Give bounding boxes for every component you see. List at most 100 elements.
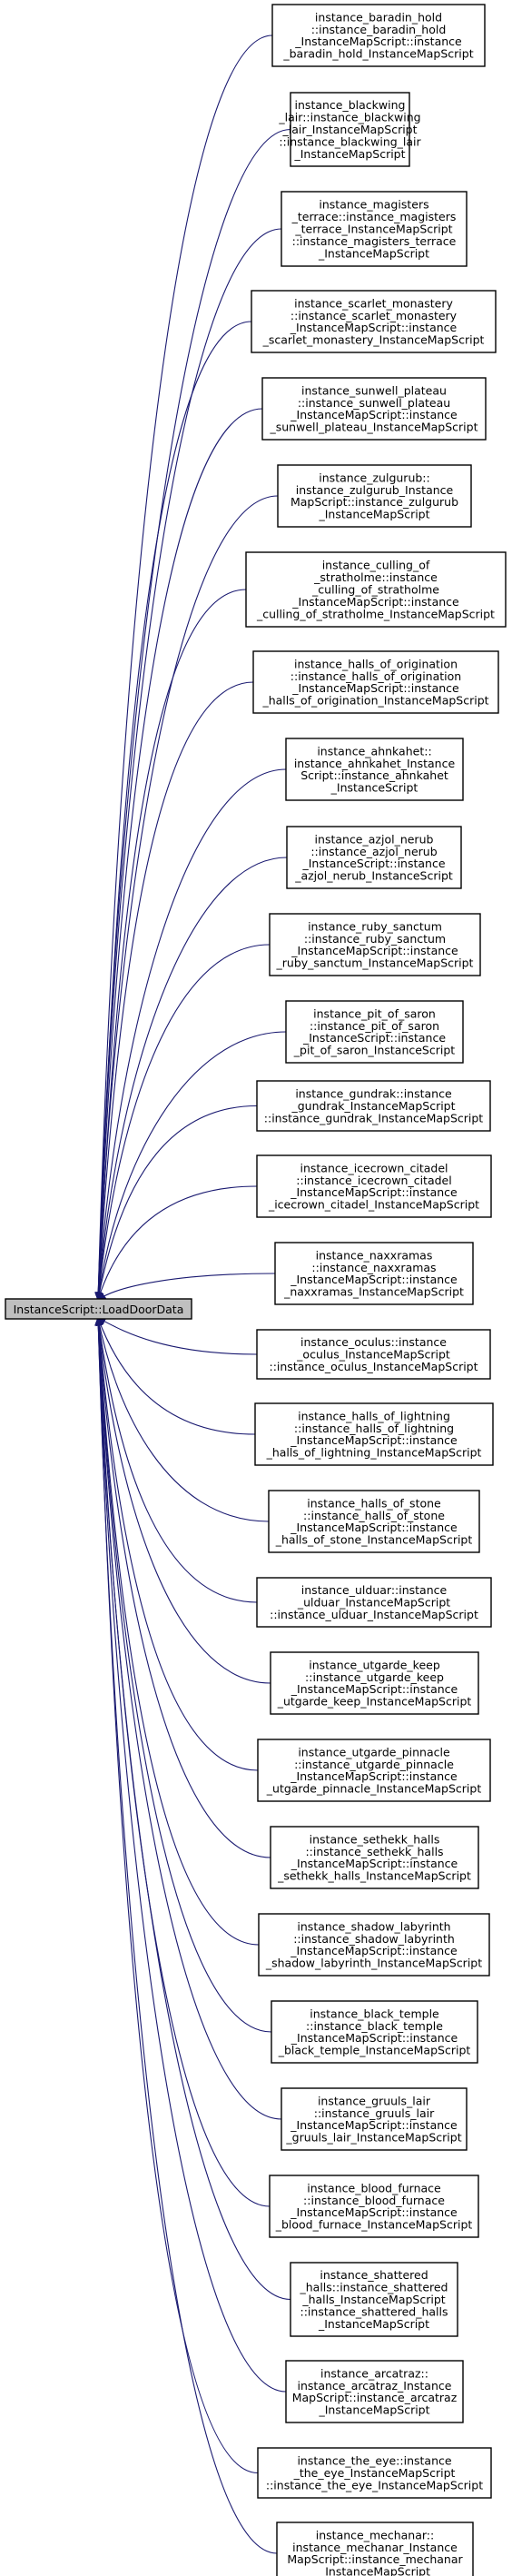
caller-node-label-line: ::instance_halls_of_lightning — [294, 1422, 454, 1435]
caller-node[interactable]: instance_blackwing_lair::instance_blackw… — [278, 92, 422, 167]
caller-node[interactable]: instance_magisters_terrace::instance_mag… — [281, 191, 468, 267]
caller-node[interactable]: instance_utgarde_pinnacle::instance_utga… — [257, 1739, 491, 1802]
caller-node-label-line: _InstanceMapScript::instance — [290, 1521, 458, 1534]
caller-node-label-line: ::instance_icecrown_citadel — [296, 1174, 451, 1187]
caller-node-label-line: _InstanceMapScript::instance — [290, 1769, 458, 1783]
caller-node[interactable]: instance_gruuls_lair::instance_gruuls_la… — [281, 2087, 468, 2151]
caller-node-label-line: _terrace::instance_magisters — [291, 210, 457, 223]
caller-node[interactable]: instance_zulgurub::instance_zulgurub_Ins… — [277, 464, 472, 528]
caller-node-label-line: ::instance_baradin_hold — [311, 23, 447, 36]
caller-node-label-line: _sunwell_plateau_InstanceMapScript — [269, 421, 478, 434]
caller-node[interactable]: instance_gundrak::instance_gundrak_Insta… — [256, 1080, 491, 1132]
call-edge — [98, 35, 273, 1300]
caller-node[interactable]: instance_black_temple::instance_black_te… — [271, 2000, 478, 2064]
caller-node-box — [268, 1490, 480, 1553]
caller-node-label-line: ::instance_blackwing_lair — [279, 134, 421, 148]
caller-node[interactable]: instance_halls_of_lightning::instance_ha… — [254, 1402, 494, 1466]
caller-node-label-line: _stratholme::instance — [313, 570, 438, 584]
caller-node-box — [269, 2175, 479, 2238]
caller-node-label-line: ::instance_shadow_labyrinth — [293, 1932, 455, 1946]
caller-node[interactable]: instance_naxxramas::instance_naxxramas_I… — [274, 1242, 474, 1305]
caller-node-label-line: instance_mechanar:: — [316, 2528, 434, 2541]
caller-node-label-line: instance_scarlet_monastery — [294, 296, 453, 310]
caller-node-label-line: _InstanceMapScript::instance — [291, 595, 459, 609]
caller-node[interactable]: instance_halls_of_origination::instance_… — [252, 650, 499, 714]
caller-node[interactable]: instance_shadow_labyrinth::instance_shad… — [258, 1913, 490, 1977]
call-edge — [98, 1318, 258, 1355]
caller-node[interactable]: instance_ulduar::instance_ulduar_Instanc… — [256, 1577, 492, 1628]
caller-node[interactable]: instance_pit_of_saron::instance_pit_of_s… — [285, 1000, 464, 1064]
caller-node[interactable]: instance_mechanar::instance_mechanar_Ins… — [276, 2522, 474, 2576]
caller-node-label-line: _InstanceMapScript::instance — [291, 681, 459, 695]
caller-node-label-line: instance_utgarde_keep — [309, 1658, 440, 1671]
call-edge — [98, 681, 254, 1300]
caller-node-label-line: ::instance_black_temple — [306, 2019, 443, 2033]
caller-node-label-line: _InstanceMapScript — [318, 246, 429, 260]
call-edge — [98, 1318, 270, 1522]
caller-node-label-line: _halls_InstanceMapScript — [301, 2293, 445, 2306]
caller-node-label-line: instance_the_eye::instance — [297, 2454, 451, 2468]
caller-node-label-line: ::instance_naxxramas — [311, 1261, 436, 1274]
caller-node-label-line: instance_utgarde_pinnacle — [298, 1745, 450, 1759]
call-edge — [98, 768, 287, 1300]
caller-node-label-line: _InstanceMapScript::instance — [290, 1433, 458, 1447]
caller-node-label-line: _InstanceMapScript::instance — [290, 321, 458, 334]
caller-node-label-line: _InstanceMapScript::instance — [290, 1273, 458, 1286]
caller-node-label-line: _InstanceMapScript::instance — [290, 2118, 458, 2132]
caller-node-label-line: _InstanceScript::instance — [301, 857, 445, 870]
caller-node-box — [290, 2262, 458, 2337]
caller-node-label-line: _blood_furnace_InstanceMapScript — [275, 2218, 473, 2232]
caller-node-label-line: ::instance_shattered_halls — [300, 2304, 448, 2318]
caller-node[interactable]: instance_blood_furnace::instance_blood_f… — [269, 2175, 479, 2238]
caller-node-box — [270, 1826, 479, 1889]
caller-node-label-line: instance_halls_of_lightning — [298, 1409, 450, 1422]
caller-node-label-line: instance_blood_furnace — [307, 2181, 441, 2195]
caller-node[interactable]: instance_ahnkahet::instance_ahnkahet_Ins… — [285, 738, 464, 801]
caller-node-label-line: _gruuls_lair_InstanceMapScript — [285, 2131, 461, 2145]
caller-node-box — [290, 92, 410, 167]
caller-node[interactable]: instance_shattered_halls::instance_shatt… — [290, 2262, 458, 2337]
root-node[interactable]: InstanceScript::LoadDoorData — [5, 1298, 192, 1320]
caller-node-label-line: instance_baradin_hold — [315, 10, 442, 24]
caller-node-label-line: _sethekk_halls_InstanceMapScript — [277, 1869, 471, 1883]
call-edge — [98, 1318, 282, 2120]
caller-node[interactable]: instance_sunwell_plateau::instance_sunwe… — [261, 377, 487, 441]
caller-node-label-line: _InstanceScript — [330, 781, 418, 795]
caller-node-label-line: _black_temple_InstanceMapScript — [278, 2044, 471, 2057]
caller-node[interactable]: instance_icecrown_citadel::instance_icec… — [256, 1154, 492, 1218]
caller-node-label-line: instance_sethekk_halls — [310, 1832, 440, 1846]
caller-node-label-line: ::instance_magisters_terrace — [292, 234, 457, 248]
caller-node-label-line: instance_halls_of_origination — [294, 657, 458, 670]
caller-node[interactable]: instance_azjol_nerub::instance_azjol_ner… — [286, 826, 462, 889]
call-edge — [98, 944, 271, 1300]
caller-node-box — [269, 913, 481, 976]
call-edge — [98, 321, 252, 1300]
caller-node-label-line: instance_culling_of — [322, 559, 430, 572]
caller-node-label-line: _naxxramas_InstanceMapScript — [283, 1285, 464, 1299]
caller-node-label-line: _culling_of_stratholme — [311, 583, 439, 597]
caller-node[interactable]: instance_culling_of_stratholme::instance… — [245, 551, 507, 628]
caller-node-box — [270, 1651, 479, 1715]
caller-node-label-line: instance_halls_of_stone — [307, 1496, 441, 1510]
caller-node[interactable]: instance_utgarde_keep::instance_utgarde_… — [270, 1651, 479, 1715]
caller-node[interactable]: instance_ruby_sanctum::instance_ruby_san… — [269, 913, 481, 976]
caller-node-label-line: _halls_of_lightning_InstanceMapScript — [266, 1446, 482, 1460]
caller-node-label-line: _shadow_labyrinth_InstanceMapScript — [265, 1957, 482, 1970]
caller-node-box — [257, 2447, 492, 2499]
caller-node[interactable]: instance_the_eye::instance_the_eye_Insta… — [257, 2447, 492, 2499]
caller-node[interactable]: instance_oculus::instance_oculus_Instanc… — [256, 1329, 491, 1380]
caller-node-label-line: _InstanceMapScript::instance — [290, 2205, 458, 2219]
caller-node-label-line: _InstanceMapScript::instance — [290, 2031, 458, 2045]
caller-node[interactable]: instance_baradin_hold::instance_baradin_… — [271, 4, 486, 67]
caller-node[interactable]: instance_scarlet_monastery::instance_sca… — [251, 290, 497, 353]
caller-node-label-line: _InstanceMapScript — [319, 2565, 430, 2576]
caller-node-label-line: _ulduar_InstanceMapScript — [297, 1596, 450, 1610]
caller-node-label-line: _InstanceMapScript::instance — [290, 1944, 458, 1957]
caller-node[interactable]: instance_halls_of_stone::instance_halls_… — [268, 1490, 480, 1553]
caller-node[interactable]: instance_sethekk_halls::instance_sethekk… — [270, 1826, 479, 1889]
call-edge — [98, 228, 282, 1300]
caller-node-label-line: _oculus_InstanceMapScript — [296, 1348, 450, 1362]
caller-node[interactable]: instance_arcatraz::instance_arcatraz_Ins… — [285, 2360, 464, 2423]
caller-node-label-line: instance_ruby_sanctum — [308, 919, 442, 933]
caller-node-label-line: ::instance_sunwell_plateau — [298, 396, 450, 410]
